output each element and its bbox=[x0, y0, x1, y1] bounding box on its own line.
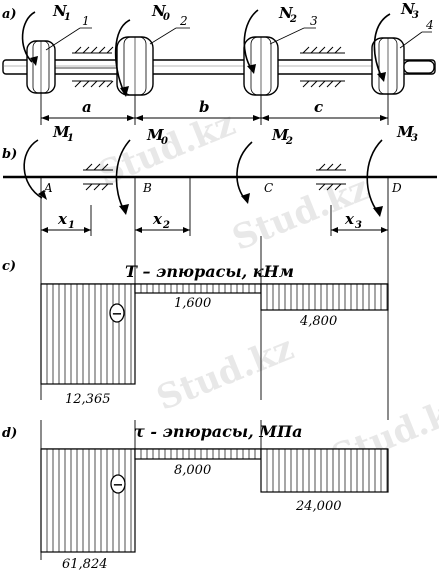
stress-value-61-824: 61,824 bbox=[62, 557, 108, 570]
pulley-number-3: 3 bbox=[310, 14, 318, 28]
svg-text:2: 2 bbox=[289, 14, 297, 25]
svg-text:3: 3 bbox=[411, 133, 418, 144]
coordinate-arrowheads bbox=[41, 227, 388, 233]
svg-text:−: − bbox=[113, 478, 124, 493]
panel-label-d: d) bbox=[2, 426, 17, 441]
stress-value-24-000: 24,000 bbox=[295, 499, 342, 514]
point-label-c: C bbox=[264, 181, 273, 195]
panel-label-c: c) bbox=[2, 259, 16, 274]
svg-text:1: 1 bbox=[64, 12, 71, 23]
pulley-number-1: 1 bbox=[82, 14, 90, 28]
point-label-a: A bbox=[43, 181, 53, 195]
svg-text:−: − bbox=[112, 307, 123, 322]
torque-value-4-800: 4,800 bbox=[299, 314, 337, 329]
force-label-n1: N 1 bbox=[52, 2, 71, 23]
svg-text:N: N bbox=[278, 4, 294, 22]
moment-label-m0: M 0 bbox=[146, 126, 168, 147]
point-label-b: B bbox=[142, 181, 152, 195]
coordinate-lines bbox=[40, 177, 389, 236]
pulley-number-leaders bbox=[45, 27, 432, 51]
torque-arrow-heads-top bbox=[30, 56, 386, 97]
pulley-number-4: 4 bbox=[425, 18, 434, 32]
torque-sign: − bbox=[109, 303, 125, 323]
moment-label-m3: M 3 bbox=[396, 123, 418, 144]
svg-text:3: 3 bbox=[355, 220, 362, 231]
torque-diagram-title: T – эпюрасы, кНм bbox=[125, 262, 294, 281]
pulley-1 bbox=[26, 40, 56, 94]
coord-label-x1: x 1 bbox=[57, 210, 75, 231]
force-label-n0: N 0 bbox=[151, 2, 170, 23]
point-label-d: D bbox=[391, 181, 402, 195]
bearing-2 bbox=[300, 46, 345, 88]
torque-boundaries bbox=[40, 236, 389, 420]
svg-text:Stud.kz: Stud.kz bbox=[151, 328, 299, 419]
svg-text:Stud.kz: Stud.kz bbox=[93, 104, 241, 195]
svg-text:N: N bbox=[400, 0, 416, 18]
pulley-number-2: 2 bbox=[179, 14, 188, 28]
bearing-1 bbox=[72, 46, 114, 88]
svg-text:M: M bbox=[146, 126, 164, 144]
svg-text:3: 3 bbox=[412, 10, 419, 21]
svg-text:1: 1 bbox=[68, 220, 75, 231]
coord-label-x3: x 3 bbox=[344, 210, 362, 231]
torque-value-12-365: 12,365 bbox=[65, 392, 111, 407]
coord-label-x2: x 2 bbox=[152, 210, 170, 231]
stress-diagram-title: τ - эпюрасы, МПа bbox=[134, 422, 302, 441]
svg-text:x: x bbox=[344, 210, 355, 228]
dimension-arrowheads bbox=[41, 115, 388, 121]
panel-label-a: a) bbox=[2, 7, 17, 22]
svg-text:M: M bbox=[52, 123, 70, 141]
span-label-a: a bbox=[82, 98, 92, 116]
beam-bearing-1 bbox=[83, 163, 113, 191]
svg-text:M: M bbox=[396, 123, 414, 141]
force-label-n3: N 3 bbox=[400, 0, 419, 21]
stress-sign: − bbox=[110, 474, 126, 494]
svg-text:0: 0 bbox=[161, 136, 168, 147]
svg-text:N: N bbox=[151, 2, 167, 20]
torque-hatching bbox=[46, 284, 388, 384]
svg-text:0: 0 bbox=[163, 12, 170, 23]
force-label-n2: N 2 bbox=[278, 4, 297, 25]
beam-bearing-2 bbox=[316, 163, 346, 191]
svg-text:2: 2 bbox=[162, 220, 170, 231]
moment-arrow-heads bbox=[38, 190, 383, 217]
stress-hatching bbox=[46, 449, 388, 552]
svg-text:x: x bbox=[152, 210, 163, 228]
torque-arrows-top bbox=[21, 9, 391, 93]
shaft bbox=[2, 59, 436, 75]
svg-text:N: N bbox=[52, 2, 68, 20]
stress-value-8-000: 8,000 bbox=[174, 463, 211, 478]
shaft-end bbox=[403, 60, 435, 74]
torque-value-1-600: 1,600 bbox=[174, 296, 211, 311]
span-label-c: c bbox=[314, 98, 323, 116]
stress-boundaries bbox=[40, 420, 262, 560]
pulley-3 bbox=[243, 36, 279, 96]
svg-text:M: M bbox=[271, 126, 289, 144]
moment-arcs bbox=[23, 139, 383, 213]
moment-label-m2: M 2 bbox=[271, 126, 293, 147]
moment-label-m1: M 1 bbox=[52, 123, 74, 144]
dimension-lines bbox=[40, 92, 389, 125]
svg-text:2: 2 bbox=[285, 136, 293, 147]
panel-label-b: b) bbox=[2, 147, 17, 162]
span-label-b: b bbox=[199, 98, 210, 116]
svg-text:x: x bbox=[57, 210, 68, 228]
svg-text:1: 1 bbox=[67, 133, 74, 144]
